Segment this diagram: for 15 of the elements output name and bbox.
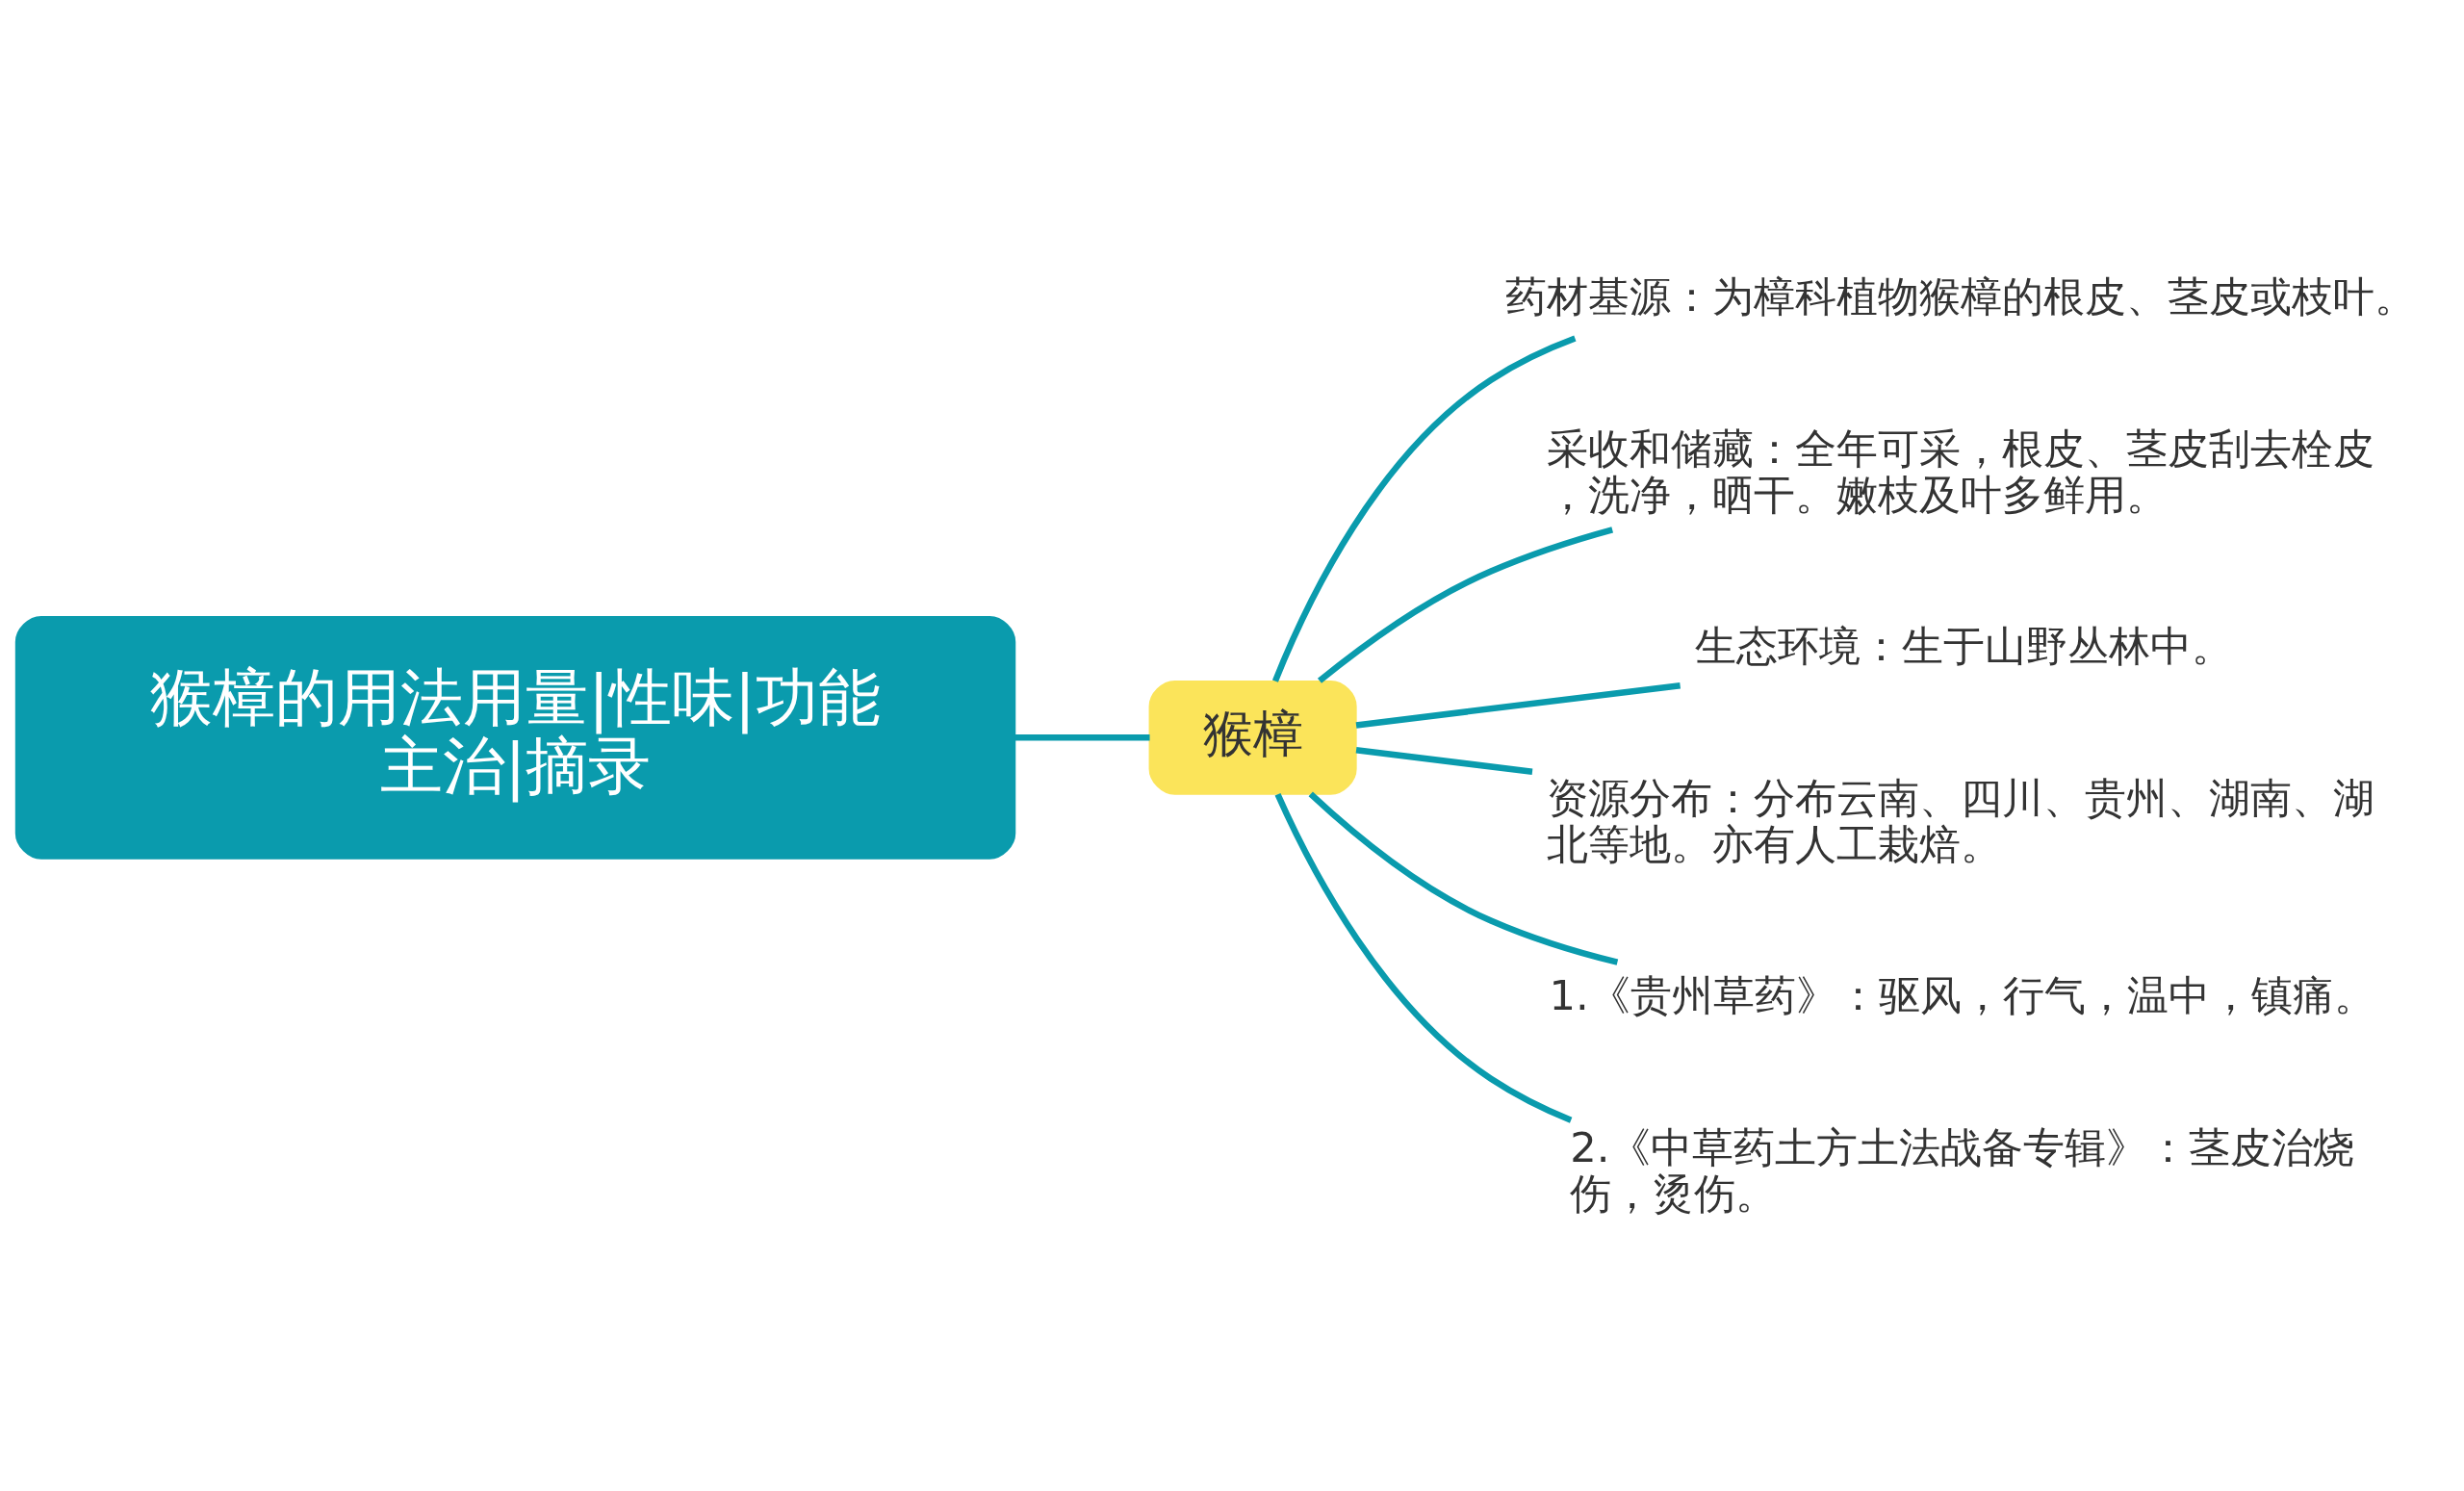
node-text: 2.《中草药土方土法战备专辑》：茎皮治烧伤，烫伤。 bbox=[1570, 1122, 2355, 1218]
connector bbox=[1274, 792, 1573, 1123]
node-text: 药材基源：为樟科植物猴樟的根皮、茎皮或枝叶。 bbox=[1505, 271, 2417, 321]
node-text: 1.《贵州草药》：驱风，行气，温中，镇痛。 bbox=[1549, 970, 2375, 1019]
node-box: 猴樟的用法用量|性味|功能主治|摘录 bbox=[14, 615, 1016, 860]
node-text: 资源分布：分布云南、四川、贵州、湖南、湖北等地。亦有人工栽焙。 bbox=[1547, 773, 2375, 868]
connector bbox=[1014, 733, 1150, 741]
connector bbox=[1317, 526, 1614, 683]
connector bbox=[1308, 791, 1619, 965]
connector bbox=[1271, 334, 1577, 682]
connector bbox=[1355, 746, 1533, 775]
connector bbox=[1355, 681, 1681, 729]
node-box: 猴樟 bbox=[1148, 680, 1357, 795]
node-text: 生态环境：生于山野丛林中。 bbox=[1694, 621, 2233, 670]
node-text: 采收和储藏：全年可采，根皮、茎皮刮去栓皮，洗净，晒干。嫩枝及叶多鲜用。 bbox=[1547, 424, 2375, 519]
